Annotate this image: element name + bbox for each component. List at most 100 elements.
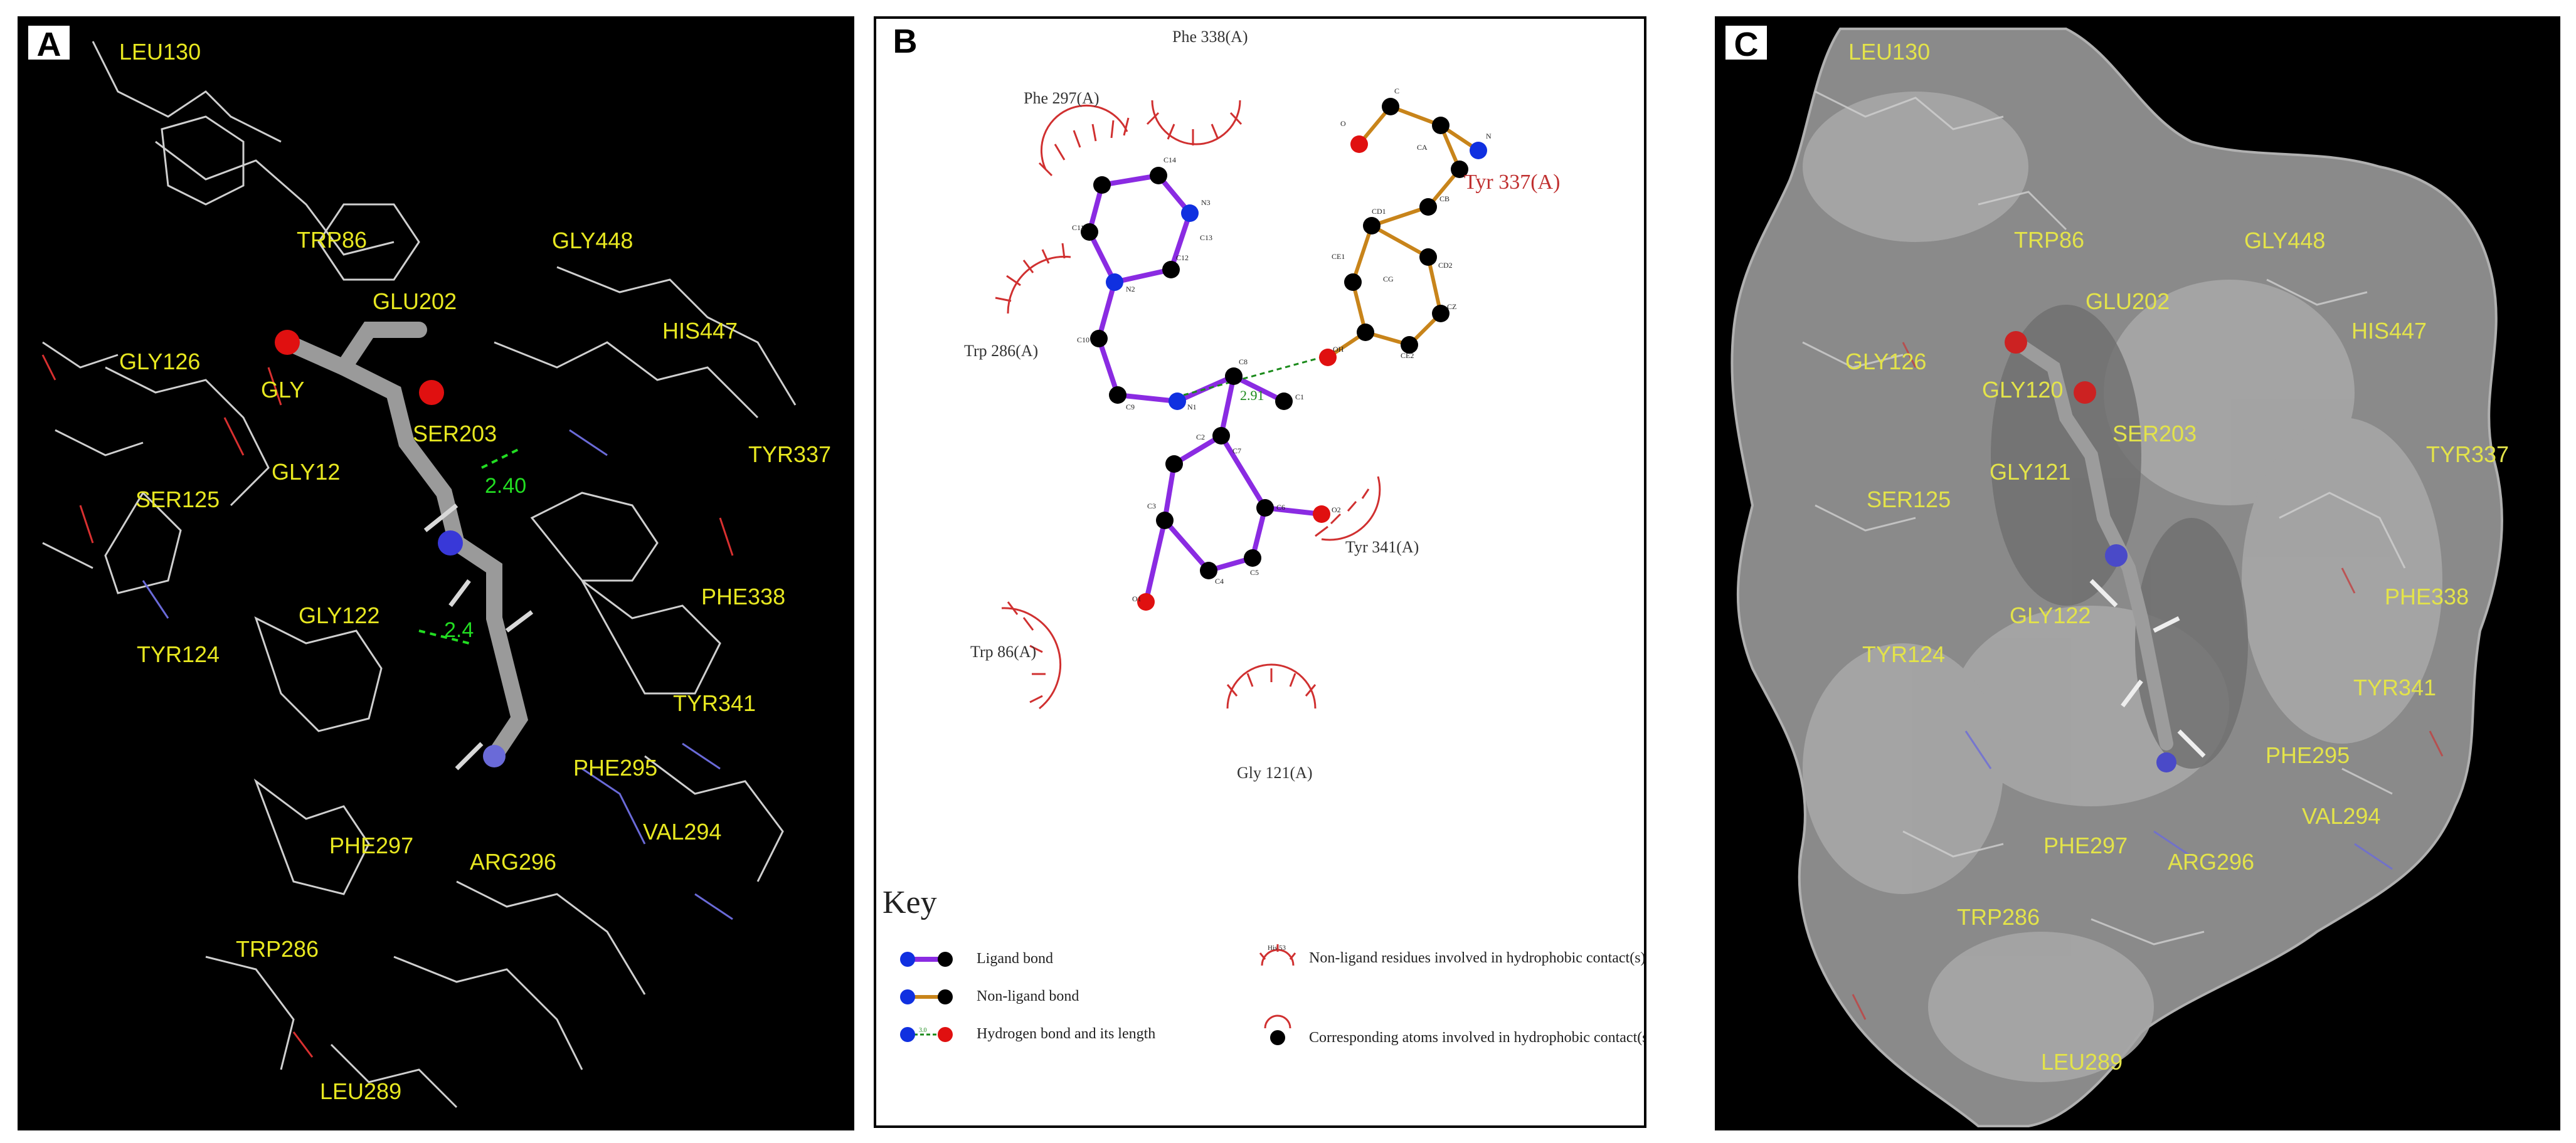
residue-label: TYR124 — [1862, 641, 1946, 667]
residue-label: SER203 — [2112, 421, 2197, 446]
hydrogen-bond-line — [1183, 356, 1322, 396]
atom-label: C7 — [1232, 446, 1242, 455]
atom-label: CA — [1417, 143, 1428, 152]
atom-label: C3 — [1147, 502, 1157, 510]
panel-a-stick-model: A — [18, 16, 854, 1130]
residue-label: TRP86 — [2014, 227, 2085, 253]
atom-label: C9 — [1126, 403, 1135, 411]
residue-label: TYR124 — [137, 641, 220, 667]
ligand-atoms — [1081, 167, 1330, 611]
atom-label: OH — [1333, 345, 1344, 354]
atom-label: C14 — [1163, 155, 1177, 164]
residue-label: GLY126 — [119, 349, 201, 374]
residue-label: ARG296 — [470, 849, 557, 875]
atom-label: O2 — [1332, 505, 1341, 514]
hydrophobic-contact-arcs — [995, 100, 1381, 710]
residue-label: GLY122 — [299, 603, 380, 628]
residue-label: GLY448 — [2244, 228, 2326, 253]
atom-label: C10 — [1077, 335, 1090, 344]
atom-label: CD2 — [1438, 261, 1453, 270]
residue-label: PHE295 — [573, 755, 658, 781]
residue-phe297: Phe 297(A) — [1024, 89, 1100, 107]
key-symbols — [900, 944, 1296, 1045]
atom-label: C4 — [1215, 577, 1224, 586]
residue-label: LEU130 — [1848, 39, 1931, 65]
residue-label: HIS447 — [662, 318, 738, 344]
ligplot-diagram — [900, 98, 1487, 1045]
residue-label: HIS447 — [2351, 318, 2427, 344]
residue-label: LEU130 — [119, 39, 201, 65]
residue-trp86: Trp 86(A) — [970, 643, 1037, 661]
panel-a-molecule-drawing — [41, 41, 797, 1109]
residue-label: TRP86 — [297, 227, 368, 253]
residue-label: GLY — [261, 377, 305, 403]
residue-label: TYR341 — [673, 690, 756, 716]
residue-label: LEU289 — [320, 1078, 402, 1104]
residue-label: GLY121 — [1990, 459, 2071, 485]
panel-a-label: A — [26, 24, 72, 63]
atom-label: O1 — [1132, 594, 1142, 603]
residue-label: PHE338 — [701, 584, 786, 609]
residue-label: TRP286 — [236, 936, 319, 962]
key-ligand-bond: Ligand bond — [977, 951, 1053, 967]
atom-label: N3 — [1201, 198, 1211, 207]
residue-label: PHE297 — [2043, 833, 2128, 858]
residue-tyr341: Tyr 341(A) — [1345, 538, 1419, 556]
hbond-distance: 2.40 — [485, 474, 527, 498]
hbond-distance: 2.91 — [1240, 387, 1264, 403]
atom-label: C13 — [1200, 233, 1213, 242]
residue-label: ARG296 — [2168, 849, 2255, 875]
key-hbond-sample: 3.0 — [919, 1027, 927, 1034]
residue-gly121: Gly 121(A) — [1237, 764, 1313, 782]
residue-label: PHE295 — [2266, 742, 2350, 768]
atom-label: CB — [1439, 194, 1450, 203]
residue-label: GLU202 — [2086, 288, 2170, 314]
atom-label: CD1 — [1372, 207, 1386, 216]
residue-label: PHE338 — [2385, 584, 2469, 609]
residue-label: TYR341 — [2353, 675, 2437, 700]
atom-label: C5 — [1250, 568, 1259, 577]
panel-c-surface-model: C LEU1 — [1715, 16, 2560, 1130]
atom-label: C11 — [1072, 223, 1084, 232]
panel-b-label: B — [883, 23, 928, 60]
hbond-distance: 2.4 — [444, 618, 474, 642]
residue-label: TRP286 — [1957, 904, 2040, 930]
residue-label: TYR337 — [2426, 441, 2510, 467]
residue-label: SER125 — [135, 487, 220, 512]
residue-label: GLY122 — [2010, 603, 2091, 628]
atom-label: CG — [1383, 275, 1394, 283]
key-non-ligand-bond: Non-ligand bond — [977, 988, 1079, 1004]
atom-label: C6 — [1276, 503, 1286, 512]
residue-label: GLU202 — [373, 288, 457, 314]
residue-label: GLY12 — [272, 459, 341, 485]
residue-label: GLY126 — [1845, 349, 1927, 374]
atom-label: N2 — [1126, 285, 1135, 293]
residue-label: LEU289 — [2041, 1049, 2123, 1075]
residue-label: TYR337 — [748, 441, 832, 467]
key-hydrophobic-residues: Non-ligand residues involved in hydropho… — [1309, 950, 1646, 966]
residue-label: PHE297 — [329, 833, 414, 858]
residue-atoms — [1319, 98, 1487, 366]
residue-label: GLY120 — [1982, 377, 2064, 403]
panel-c-surface-drawing — [1731, 28, 2503, 1127]
atom-label: N — [1486, 132, 1492, 140]
atom-label: CE1 — [1332, 252, 1345, 261]
residue-phe338: Phe 338(A) — [1172, 28, 1248, 46]
residue-label: GLY448 — [552, 228, 633, 253]
panel-b-interaction-diagram: B — [874, 16, 1646, 1128]
atom-label: C12 — [1176, 253, 1189, 262]
residue-tyr337: Tyr 337(A) — [1464, 171, 1561, 194]
atom-label: C2 — [1196, 433, 1206, 441]
residue-label: SER125 — [1867, 487, 1951, 512]
residue-label: VAL294 — [2302, 803, 2381, 829]
key-hydrophobic-sample: His 53 — [1268, 944, 1286, 952]
atom-label: CZ — [1447, 302, 1457, 311]
residue-label: SER203 — [413, 421, 497, 446]
key-title: Key — [883, 885, 937, 920]
residue-trp286: Trp 286(A) — [964, 342, 1039, 360]
atom-label: C1 — [1295, 392, 1305, 401]
atom-label: C8 — [1239, 357, 1248, 366]
atom-label: N1 — [1187, 403, 1197, 411]
atom-label: CE2 — [1401, 351, 1414, 360]
key-hydrophobic-atoms: Corresponding atoms involved in hydropho… — [1309, 1030, 1646, 1046]
